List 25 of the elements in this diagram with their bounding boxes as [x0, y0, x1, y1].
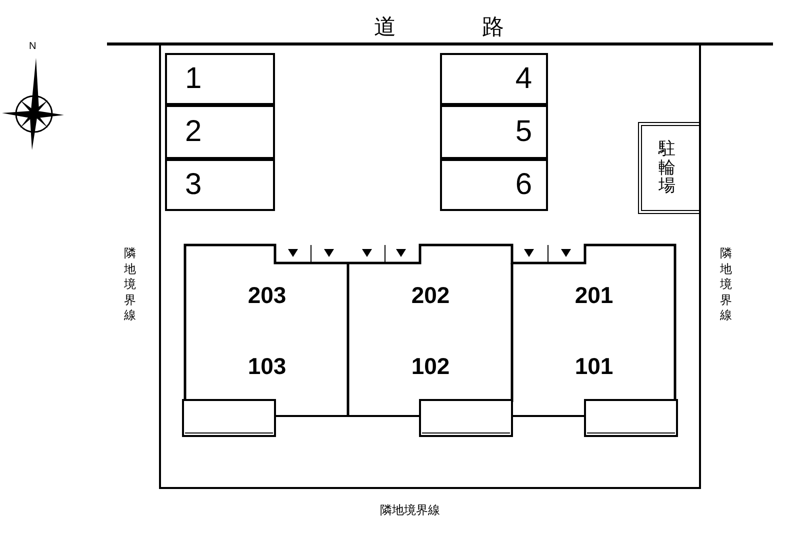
space-number: 3 — [185, 170, 202, 200]
room-number: 202 — [411, 284, 450, 307]
north-label: N — [29, 42, 36, 52]
room-number: 101 — [574, 355, 614, 378]
area-label: 駐輪場 — [658, 140, 676, 196]
room-number: 102 — [411, 355, 450, 378]
road-label: 道 — [374, 16, 396, 38]
space-number: 1 — [185, 64, 202, 94]
parking-space — [440, 53, 548, 105]
space-number: 5 — [515, 117, 532, 147]
room-number: 103 — [248, 355, 286, 378]
bicycle-parking-area — [638, 122, 700, 214]
space-number: 4 — [515, 64, 532, 94]
parking-space — [440, 159, 548, 211]
boundary-label: 隣地境界線 — [380, 504, 440, 516]
space-number: 6 — [515, 170, 532, 200]
boundary-label: 隣地境界線 — [720, 246, 732, 324]
parking-space — [165, 159, 275, 211]
parking-space — [440, 105, 548, 159]
room-number: 201 — [574, 284, 614, 307]
boundary-label: 隣地境界線 — [124, 246, 136, 324]
space-number: 2 — [185, 117, 202, 147]
parking-space — [165, 105, 275, 159]
parking-space — [165, 53, 275, 105]
room-number: 203 — [248, 284, 286, 307]
